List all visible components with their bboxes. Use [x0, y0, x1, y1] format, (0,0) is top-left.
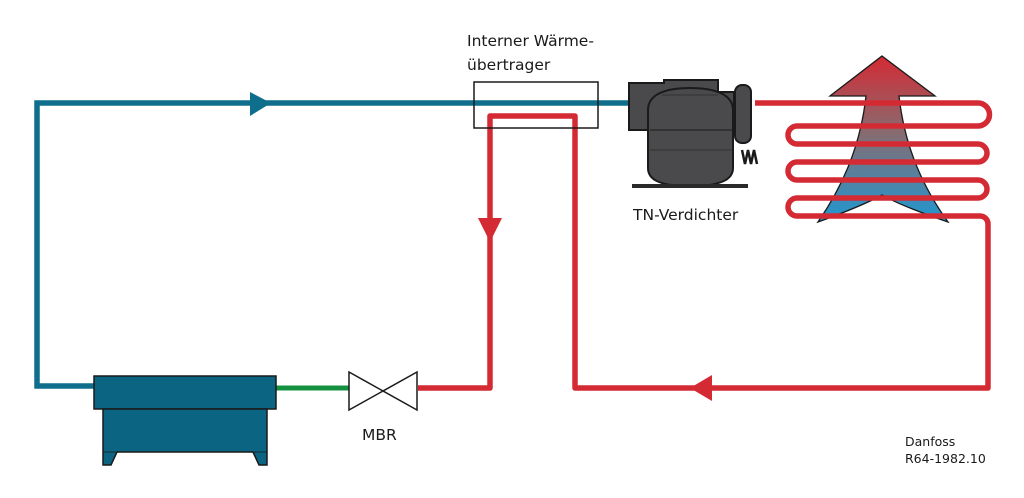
- suction-line: [34, 100, 632, 389]
- expansion-valve[interactable]: [348, 370, 418, 412]
- credit-label-line1: Danfoss: [905, 434, 955, 449]
- credit-label-line2: R64-1982.10: [905, 451, 986, 466]
- heat-exchanger-label-line1: Interner Wärme-: [467, 32, 594, 50]
- evaporator-cabinet[interactable]: [93, 375, 277, 466]
- discharge-line: [418, 100, 993, 391]
- compressor-icon[interactable]: [628, 79, 759, 188]
- valve-label: MBR: [362, 426, 397, 444]
- flow-arrow-down-icon: [478, 218, 502, 242]
- valve-icon: [348, 370, 418, 412]
- compressor-label: TN-Verdichter: [632, 206, 739, 224]
- internal-heat-exchanger-box[interactable]: [473, 81, 599, 129]
- flow-arrow-right-icon: [250, 92, 271, 116]
- flow-arrow-left-icon: [690, 375, 712, 401]
- heat-exchanger-label-line2: übertrager: [467, 56, 551, 74]
